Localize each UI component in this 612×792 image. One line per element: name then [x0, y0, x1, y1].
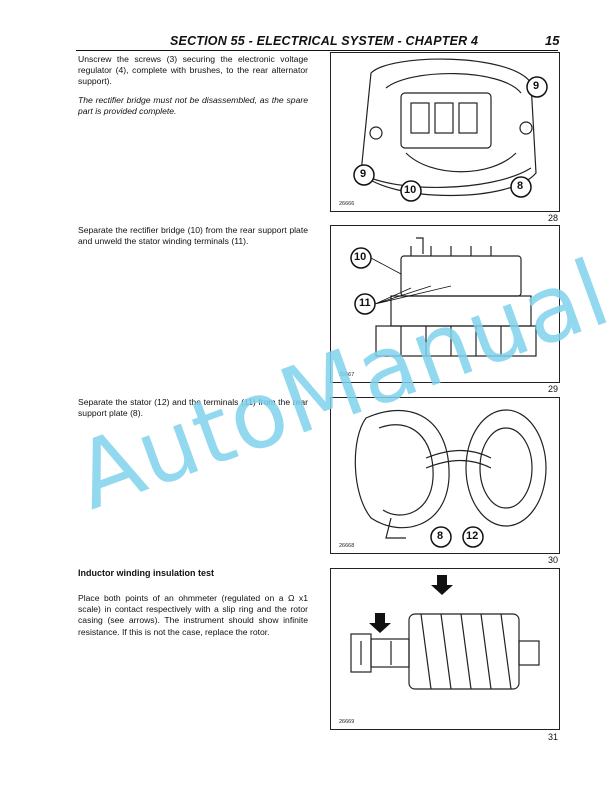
- callout-10: [400, 180, 422, 202]
- figure-number: 31: [547, 732, 558, 742]
- callout-label: 9: [533, 80, 540, 92]
- callout-label: 9: [360, 168, 367, 180]
- paragraph-separate-stator: Separate the stator (12) and the termina…: [78, 397, 308, 419]
- arrow-down-icon: [431, 575, 453, 595]
- paragraph-remove-regulator: Unscrew the screws (3) securing the elec…: [78, 54, 308, 87]
- callout-label: 10: [404, 184, 417, 196]
- figure-code: 26666: [339, 201, 355, 207]
- callout-group: [353, 76, 548, 202]
- rotor-illustration: [350, 575, 540, 690]
- figure-30: 8 12 26668: [330, 397, 560, 554]
- stator-illustration: [354, 409, 547, 548]
- figure-number: 28: [547, 213, 558, 223]
- figure-code: 26667: [339, 372, 355, 378]
- callout-9-left: [353, 164, 375, 186]
- section-title: SECTION 55 - ELECTRICAL SYSTEM - CHAPTER…: [170, 34, 479, 48]
- rectifier-illustration: [350, 237, 537, 357]
- callout-8: [430, 526, 452, 548]
- callout-12: [462, 526, 484, 548]
- callout-9-top: [526, 76, 548, 98]
- arrow-down-icon: [369, 613, 391, 633]
- page-number: 15: [545, 33, 560, 48]
- subheading-insulation-test: Inductor winding insulation test: [78, 568, 214, 578]
- callout-label: 8: [517, 180, 524, 192]
- figure-28: 9 9 10 8 26666: [330, 52, 560, 212]
- figure-number: 30: [547, 555, 558, 565]
- figure-code: 26668: [339, 543, 355, 549]
- callout-label: 8: [437, 530, 444, 542]
- callout-8: [510, 176, 532, 198]
- paragraph-separate-rectifier: Separate the rectifier bridge (10) from …: [78, 225, 308, 247]
- paragraph-rectifier-note: The rectifier bridge must not be disasse…: [78, 95, 308, 117]
- figure-29: 10 11 26667: [330, 225, 560, 383]
- regulator-illustration: [353, 58, 548, 202]
- callout-label: 12: [466, 530, 479, 542]
- figure-31: 26669: [330, 568, 560, 730]
- figure-number: 29: [547, 384, 558, 394]
- callout-label: 11: [359, 297, 371, 309]
- header-rule: [76, 50, 558, 51]
- paragraph-insulation-test: Place both points of an ohmmeter (regula…: [78, 593, 308, 637]
- callout-label: 10: [354, 251, 367, 263]
- arrow-icons: [369, 575, 453, 633]
- figure-code: 26669: [339, 719, 355, 725]
